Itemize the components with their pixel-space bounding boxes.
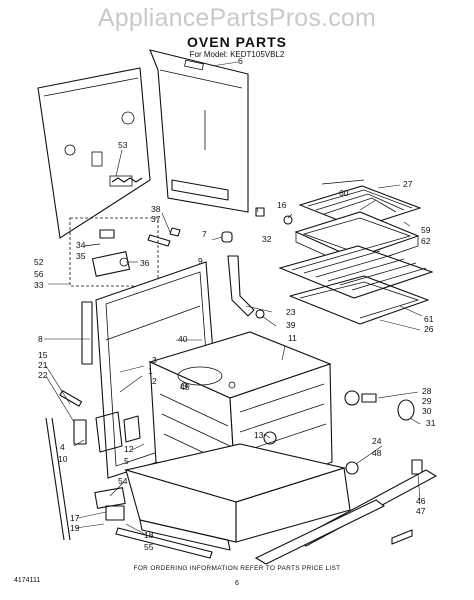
callout-24: 24 bbox=[372, 436, 382, 446]
ordering-info: FOR ORDERING INFORMATION REFER TO PARTS … bbox=[133, 565, 341, 572]
callouts: 6 53 27 60 16 32 38 37 7 9 59 62 52 56 3… bbox=[34, 56, 436, 552]
callout-54: 54 bbox=[118, 476, 128, 486]
document-number: 4174111 bbox=[14, 577, 41, 584]
kick-strip-left bbox=[115, 527, 213, 559]
callout-59: 59 bbox=[421, 225, 431, 235]
callout-19: 19 bbox=[70, 523, 80, 533]
model-line: For Model: KEDT105VBL2 bbox=[189, 50, 285, 59]
callout-23: 23 bbox=[286, 307, 296, 317]
callout-9: 9 bbox=[198, 256, 203, 266]
igniter-assembly bbox=[83, 229, 131, 277]
page-number: 6 bbox=[235, 580, 239, 587]
callout-7: 7 bbox=[202, 229, 207, 239]
callout-2: 2 bbox=[152, 376, 157, 386]
callout-35: 35 bbox=[76, 251, 86, 261]
callout-11: 11 bbox=[288, 333, 297, 343]
callout-62: 62 bbox=[421, 236, 431, 246]
callout-27: 27 bbox=[403, 179, 413, 189]
leader-lines bbox=[44, 61, 423, 537]
callout-16: 16 bbox=[277, 200, 287, 210]
callout-60: 60 bbox=[339, 188, 349, 198]
bottom-tray bbox=[123, 443, 351, 551]
callout-12: 12 bbox=[124, 444, 134, 454]
callout-29: 29 bbox=[422, 396, 432, 406]
vent-duct bbox=[227, 255, 255, 317]
callout-4: 4 bbox=[60, 442, 65, 452]
callout-61: 61 bbox=[424, 314, 434, 324]
callout-38: 38 bbox=[151, 204, 161, 214]
callout-48: 48 bbox=[372, 448, 382, 458]
callout-3: 3 bbox=[152, 355, 157, 365]
callout-47: 47 bbox=[416, 506, 426, 516]
callout-40: 40 bbox=[178, 334, 188, 344]
callout-30: 30 bbox=[422, 406, 432, 416]
callout-8: 8 bbox=[38, 334, 43, 344]
callout-22: 22 bbox=[38, 370, 48, 380]
callout-17: 17 bbox=[70, 513, 80, 523]
vent-screw bbox=[255, 309, 265, 319]
callout-31: 31 bbox=[426, 418, 436, 428]
side-panel bbox=[149, 49, 249, 213]
callout-13: 13 bbox=[254, 430, 264, 440]
callout-52: 52 bbox=[34, 257, 44, 267]
callout-5: 5 bbox=[124, 456, 129, 466]
callout-6: 6 bbox=[238, 56, 243, 66]
hinge-parts bbox=[45, 390, 141, 541]
callout-45: 45 bbox=[180, 382, 190, 392]
callout-39: 39 bbox=[286, 320, 296, 330]
callout-18: 18 bbox=[144, 530, 154, 540]
kick-strip-center bbox=[254, 499, 386, 565]
page-title: OVEN PARTS bbox=[187, 34, 287, 50]
callout-53: 53 bbox=[118, 140, 128, 150]
small-parts bbox=[147, 207, 293, 247]
callout-21: 21 bbox=[38, 360, 48, 370]
callout-32: 32 bbox=[262, 234, 272, 244]
bake-element bbox=[289, 275, 429, 325]
oven-rack bbox=[278, 245, 434, 299]
callout-1: 1 bbox=[148, 366, 153, 376]
thermostat-parts bbox=[344, 390, 423, 545]
callout-26: 26 bbox=[424, 324, 434, 334]
callout-10: 10 bbox=[58, 454, 68, 464]
callout-55: 55 bbox=[144, 542, 154, 552]
callout-36: 36 bbox=[140, 258, 150, 268]
watermark: AppliancePartsPros.com bbox=[97, 4, 377, 32]
callout-46: 46 bbox=[416, 496, 426, 506]
callout-37: 37 bbox=[151, 214, 161, 224]
element-kit-box bbox=[69, 217, 159, 287]
rear-insulation-panel bbox=[37, 67, 151, 239]
callout-15: 15 bbox=[38, 350, 48, 360]
callout-56: 56 bbox=[34, 269, 44, 279]
callout-34: 34 bbox=[76, 240, 86, 250]
callout-33: 33 bbox=[34, 280, 44, 290]
callout-28: 28 bbox=[422, 386, 432, 396]
